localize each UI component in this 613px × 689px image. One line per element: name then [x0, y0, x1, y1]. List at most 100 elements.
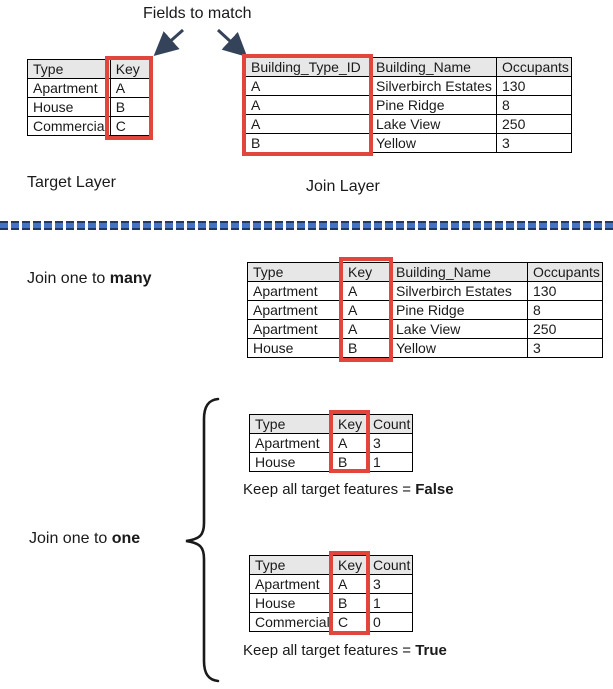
divider-dash [242, 221, 250, 230]
divider-dash [330, 221, 338, 230]
table-cell: A [342, 319, 391, 339]
divider-dash [66, 221, 74, 230]
divider-dash [132, 221, 140, 230]
divider-dash [374, 221, 382, 230]
divider-dash [363, 221, 371, 230]
divider-dash [396, 221, 404, 230]
table-cell: Silverbirch Estates [390, 281, 528, 301]
table-cell: Pine Ridge [390, 300, 528, 320]
table-cell: Yellow [370, 133, 497, 153]
table-cell: A [342, 300, 391, 320]
join-one-to-many-prefix: Join one to [27, 270, 110, 287]
keep-false-caption: Keep all target features = False [243, 481, 454, 498]
divider-dash [176, 221, 184, 230]
divider-dash [264, 221, 272, 230]
table-cell: A [332, 574, 368, 594]
keep-true-prefix: Keep all target features = [243, 642, 416, 659]
divider-dash [572, 221, 580, 230]
divider-dash [429, 221, 437, 230]
column-header: Building_Type_ID [245, 57, 371, 77]
arrow-down-right-icon [216, 28, 248, 58]
join-one-to-many-bold: many [109, 270, 152, 287]
table-cell: A [109, 78, 153, 98]
table-cell: A [245, 95, 371, 115]
table-cell: 1 [366, 593, 414, 613]
table-cell: 3 [496, 133, 572, 153]
divider-dash [286, 221, 294, 230]
divider-dash [110, 221, 118, 230]
divider-dash [473, 221, 481, 230]
divider-dash [605, 221, 613, 230]
table-cell: 130 [496, 76, 572, 96]
divider-dash [462, 221, 470, 230]
divider-dash [165, 221, 173, 230]
divider-dash [231, 221, 239, 230]
table-cell: House [247, 338, 343, 358]
table-cell: 8 [527, 300, 603, 320]
divider-dash [451, 221, 459, 230]
divider-dashed-line [0, 221, 613, 230]
table-cell: House [27, 97, 111, 117]
divider-dash [418, 221, 426, 230]
column-header: Type [247, 262, 343, 282]
divider-dash [198, 221, 206, 230]
divider-dash [319, 221, 327, 230]
table-cell: B [109, 97, 153, 117]
divider-dash [561, 221, 569, 230]
table-cell: Pine Ridge [370, 95, 497, 115]
column-header: Count [366, 414, 414, 434]
table-cell: Apartment [247, 319, 343, 339]
arrow-down-left-icon [153, 28, 184, 56]
table-cell: Apartment [27, 78, 111, 98]
keep-true-bold: True [415, 642, 447, 659]
divider-dash [55, 221, 63, 230]
table-cell: 3 [527, 338, 603, 358]
divider-dash [440, 221, 448, 230]
table-cell: C [109, 116, 153, 136]
join-one-to-one-bold: one [111, 530, 141, 547]
column-header: Type [249, 555, 333, 575]
join-one-to-one-label: Join one to one [29, 530, 140, 548]
column-header: Occupants [527, 262, 603, 282]
table-cell: Apartment [249, 433, 333, 453]
divider-dash [77, 221, 85, 230]
divider-dash [385, 221, 393, 230]
column-header: Type [27, 59, 111, 79]
target-layer-label: Target Layer [27, 174, 116, 191]
fields-to-match-label: Fields to match [143, 5, 252, 22]
field-match-arrows [153, 28, 248, 58]
keep-true-caption: Keep all target features = True [243, 642, 447, 659]
table-cell: 0 [366, 612, 414, 632]
divider-dash [495, 221, 503, 230]
table-cell: 8 [496, 95, 572, 115]
divider-dash [33, 221, 41, 230]
table-cell: Lake View [390, 319, 528, 339]
table-cell: A [245, 114, 371, 134]
divider-dash [44, 221, 52, 230]
table-cell: 1 [366, 452, 414, 472]
table-cell: Apartment [249, 574, 333, 594]
divider-dash [143, 221, 151, 230]
table-cell: B [332, 452, 368, 472]
column-header: Key [342, 262, 391, 282]
table-cell: Apartment [247, 300, 343, 320]
